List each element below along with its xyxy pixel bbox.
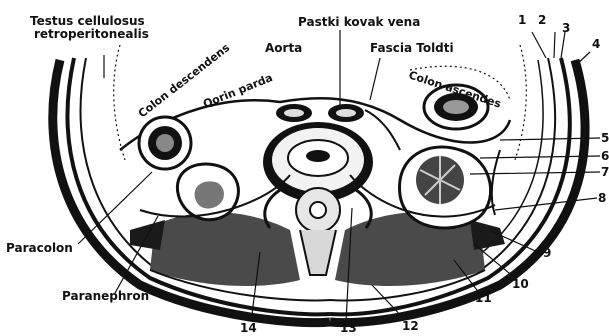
number-1: 1 <box>518 13 526 27</box>
label-aorta: Aorta <box>265 41 302 55</box>
label-oorin: Qorin parda <box>201 71 274 111</box>
label-textus-2: retroperitonealis <box>34 27 149 41</box>
label-textus-1: Testus cellulosus <box>30 14 145 28</box>
number-10: 10 <box>512 277 529 291</box>
label-colon-desc: Colon descendens <box>136 41 233 120</box>
number-6: 6 <box>601 149 609 163</box>
label-paranephron: Paranephron <box>62 289 149 303</box>
number-14: 14 <box>240 321 257 335</box>
number-13: 13 <box>340 321 357 335</box>
label-pastki: Pastki kovak vena <box>298 15 420 29</box>
great-vessels <box>276 104 364 122</box>
colon-descendens <box>139 117 191 169</box>
label-fascia: Fascia Toldti <box>370 41 454 55</box>
number-2: 2 <box>538 13 546 27</box>
number-3: 3 <box>562 21 570 35</box>
left-kidney <box>177 164 238 220</box>
number-9: 9 <box>543 246 551 260</box>
number-4: 4 <box>592 37 600 51</box>
number-11: 11 <box>475 291 492 305</box>
label-paracolon: Paracolon <box>6 241 73 255</box>
number-7: 7 <box>601 165 609 179</box>
number-12: 12 <box>402 319 419 333</box>
number-5: 5 <box>601 131 609 145</box>
number-8: 8 <box>598 191 606 205</box>
